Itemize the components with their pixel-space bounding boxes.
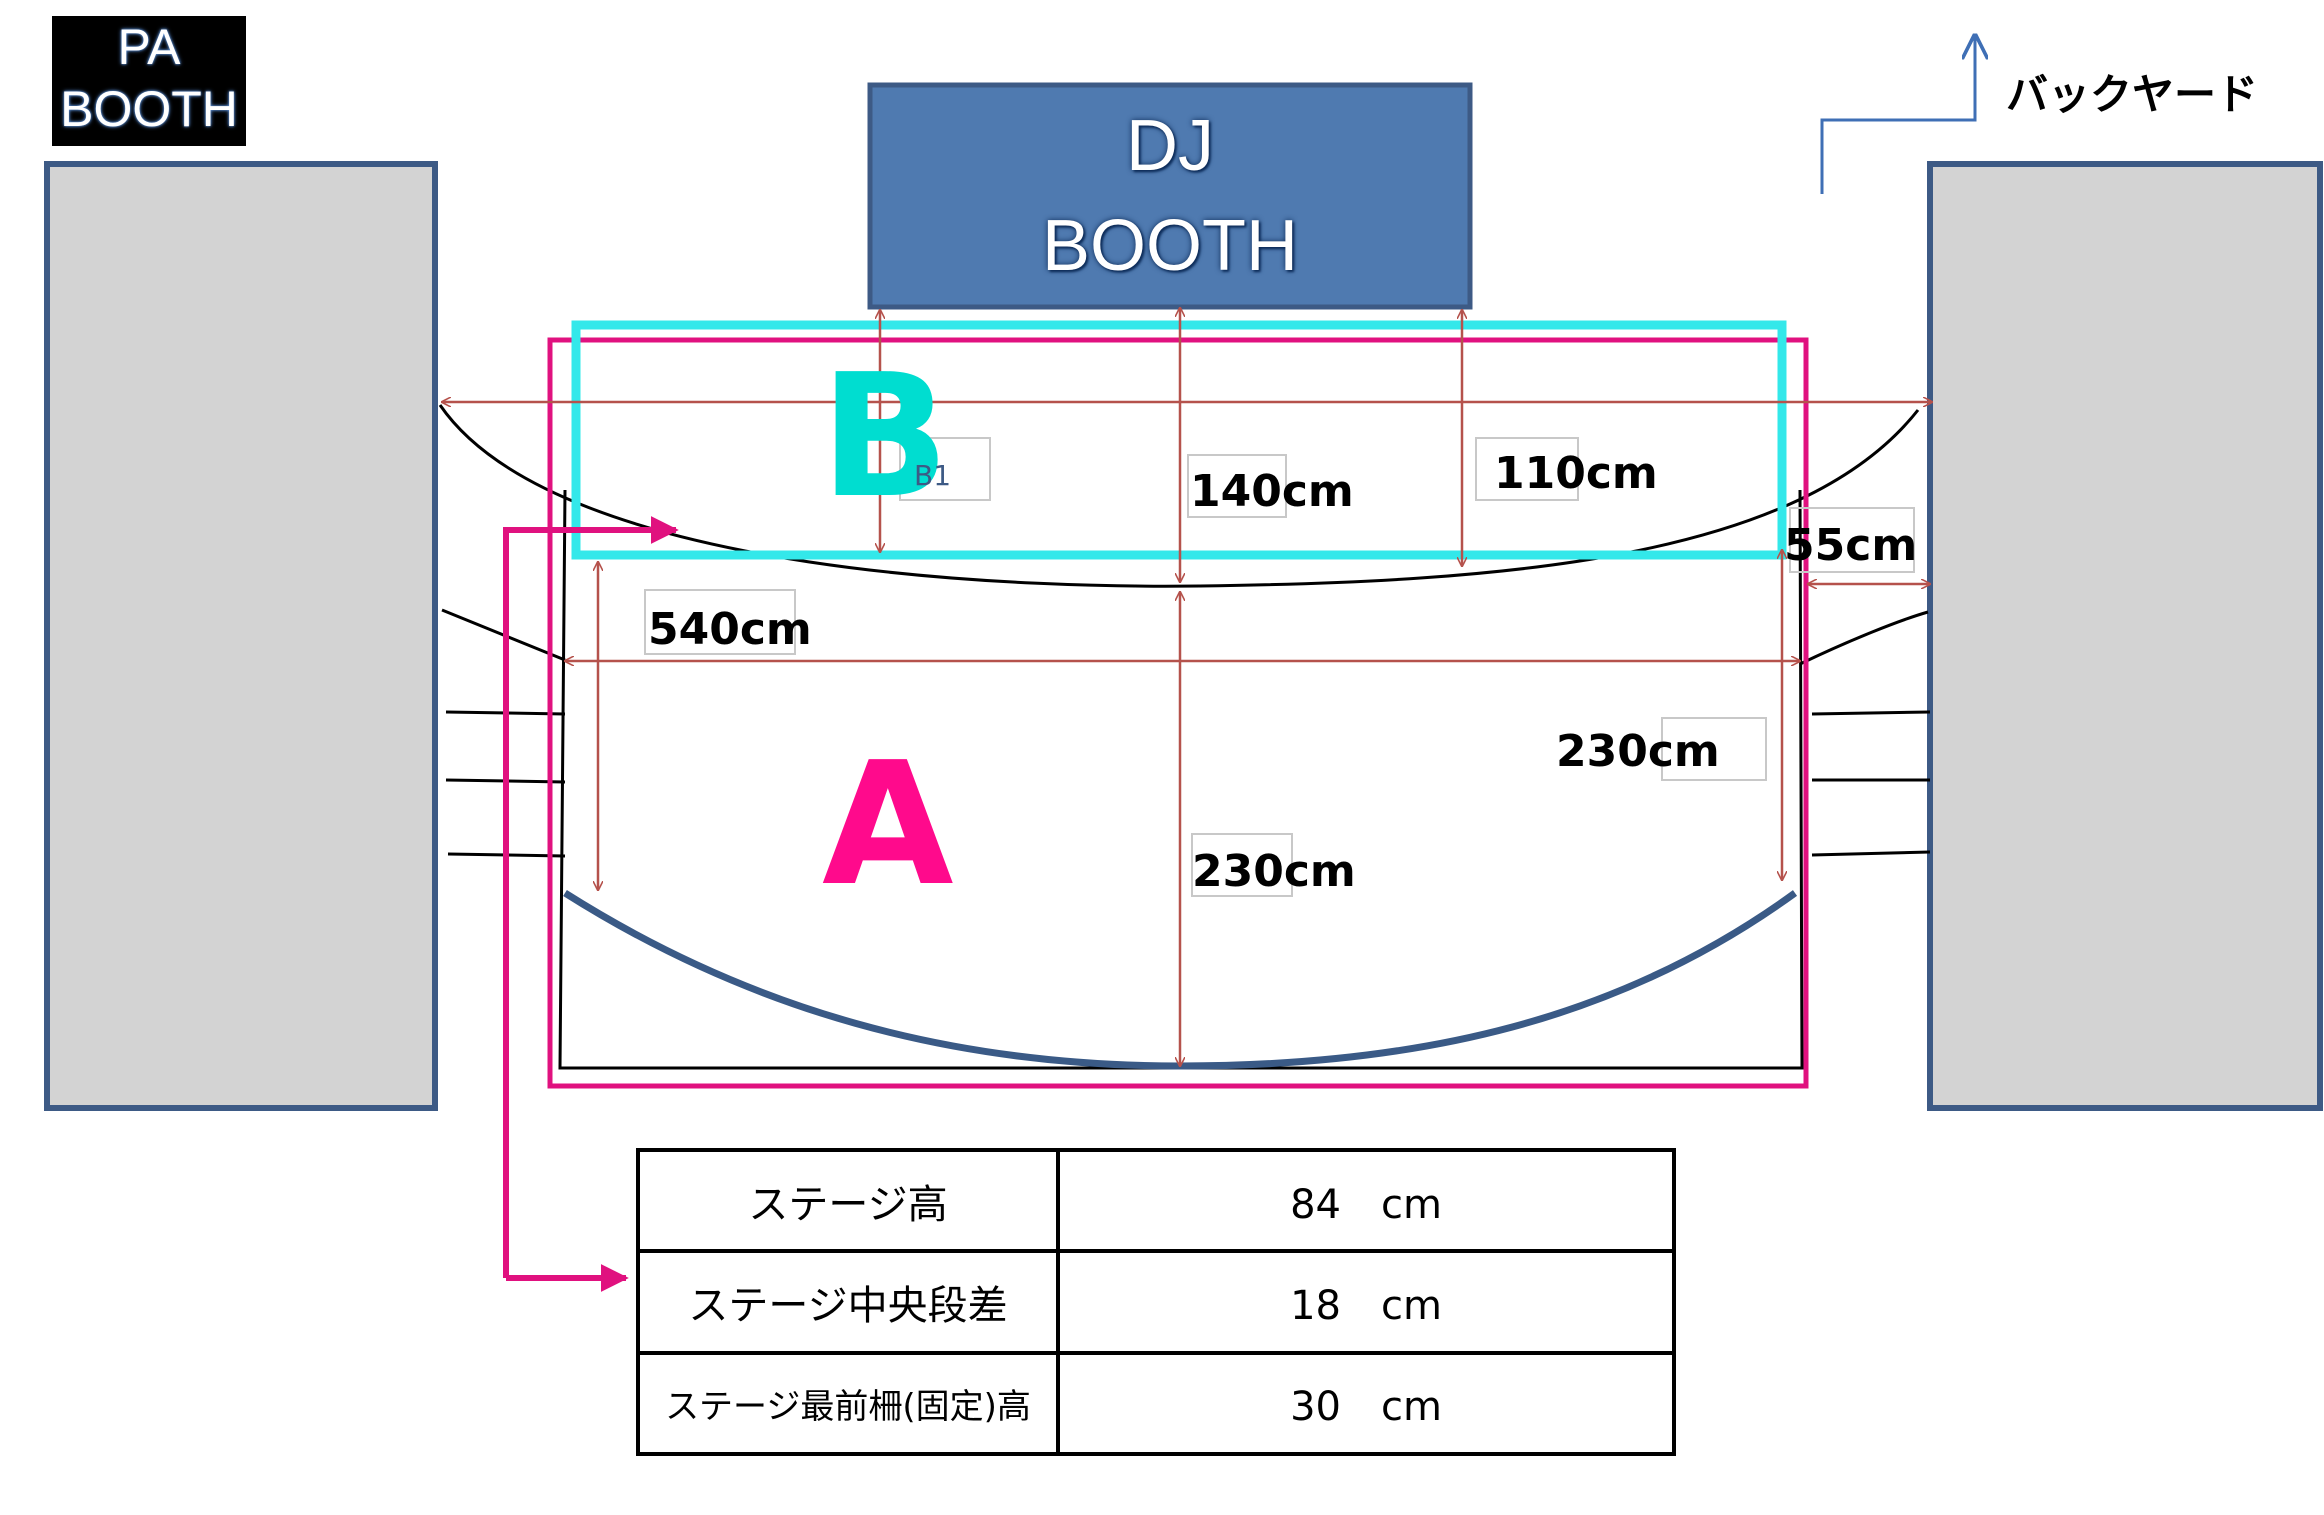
zone-a-label: A: [822, 726, 954, 924]
upper-stage-curve: [438, 404, 1920, 588]
pa-booth-label: PA BOOTH: [52, 16, 246, 146]
box-b1: [899, 437, 991, 501]
box-110: [1475, 437, 1579, 501]
dj-booth-line1: DJ: [1126, 106, 1214, 186]
box-55: [1789, 507, 1915, 573]
box-230-center: [1191, 833, 1293, 897]
measure-140: 140cm: [1190, 466, 1354, 517]
table-row: ステージ中央段差 18 cm: [636, 1249, 1676, 1355]
box-140: [1187, 454, 1287, 518]
pa-booth-line2: BOOTH: [60, 81, 238, 137]
backyard-label: バックヤード: [2006, 70, 2259, 119]
pointer-arrow-top: [503, 516, 679, 1278]
stage-spec-table: ステージ高 84 cm ステージ中央段差 18 cm ステージ最前柵(固定)高 …: [636, 1147, 1676, 1457]
measure-230-center: 230cm: [1192, 846, 1356, 897]
zone-b-label: B: [820, 338, 950, 536]
spec-label: ステージ中央段差: [636, 1249, 1060, 1355]
pa-booth-line1: PA: [117, 19, 181, 75]
right-lines: [1799, 610, 1931, 857]
spec-value: 84 cm: [1056, 1147, 1676, 1254]
spec-value: 30 cm: [1056, 1350, 1676, 1457]
measure-55: 55cm: [1784, 520, 1918, 571]
right-booth: [1927, 161, 2323, 1111]
spec-value: 18 cm: [1056, 1249, 1676, 1355]
left-booth: [44, 161, 438, 1111]
table-row: ステージ最前柵(固定)高 30 cm: [636, 1350, 1676, 1457]
box-230-side: [1661, 717, 1767, 781]
spec-label: ステージ最前柵(固定)高: [636, 1350, 1060, 1457]
table-row: ステージ高 84 cm: [636, 1147, 1676, 1254]
dj-booth-line2: BOOTH: [1041, 206, 1298, 286]
box-540: [644, 589, 796, 655]
measure-540: 540cm: [648, 604, 812, 655]
dj-booth-label: DJ BOOTH: [870, 85, 1470, 307]
spec-label: ステージ高: [636, 1147, 1060, 1254]
backyard-arrow: [1820, 36, 1975, 194]
zone-b1-label: B1: [914, 459, 952, 492]
measure-110: 110cm: [1494, 448, 1658, 499]
measure-230-side: 230cm: [1556, 726, 1720, 777]
dj-booth: [867, 82, 1473, 310]
